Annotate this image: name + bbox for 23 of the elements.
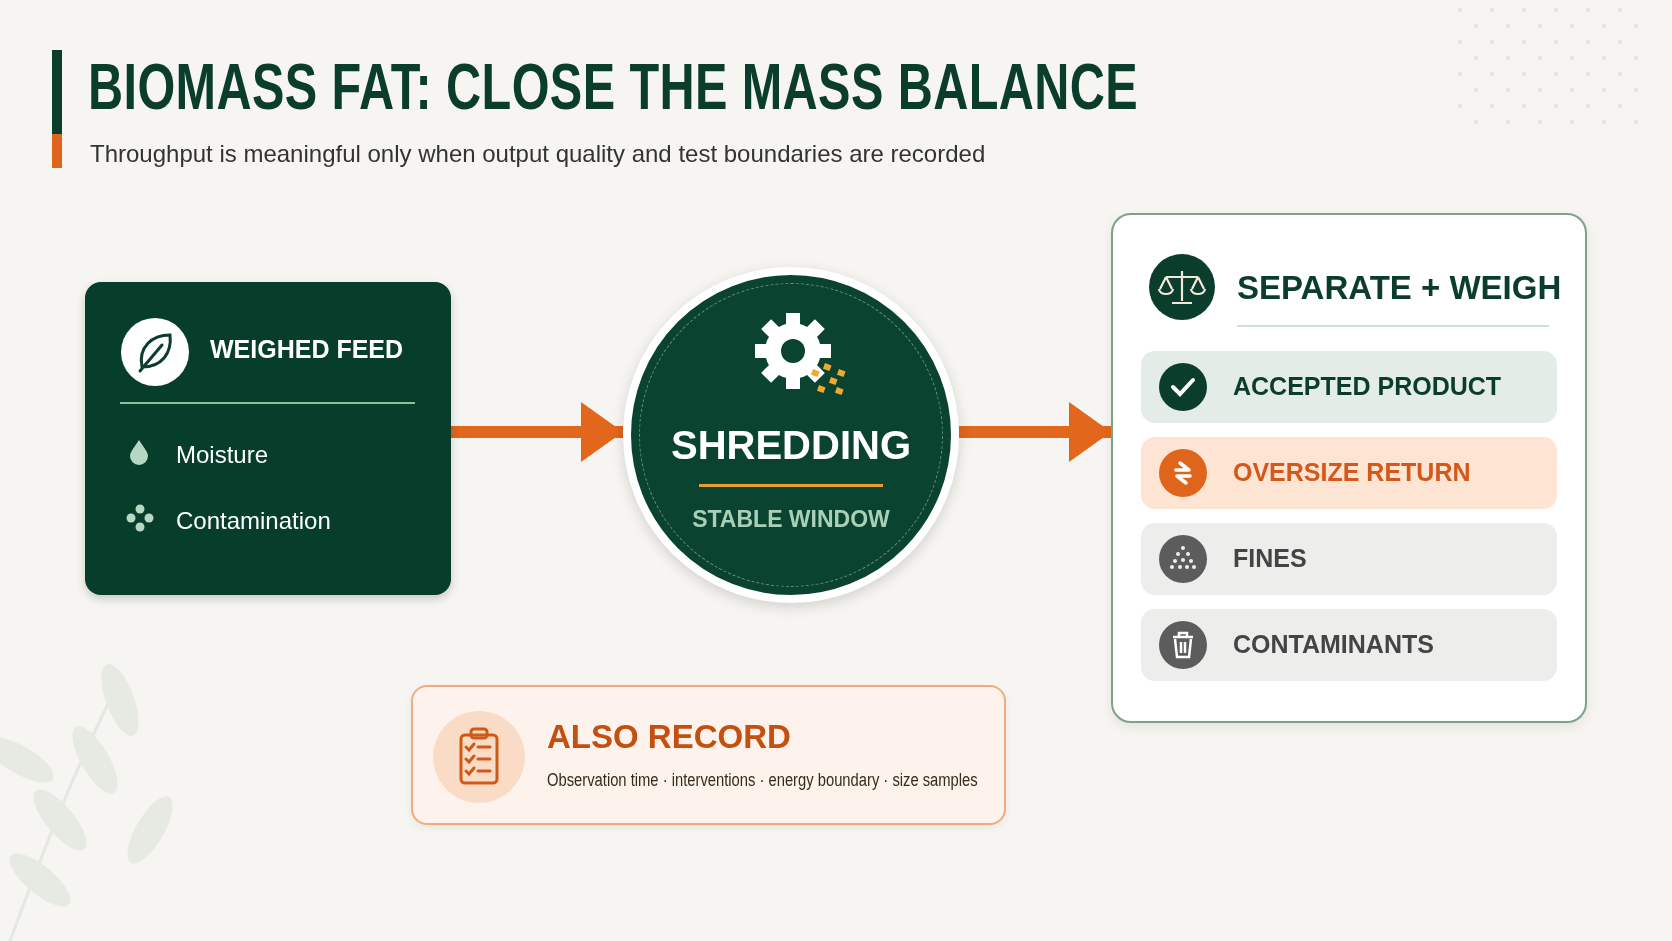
- output-row: [1141, 523, 1557, 595]
- arrow: [959, 402, 1111, 462]
- subtitle: Throughput is meaningful only when output quality and test boundaries are recorded: [90, 141, 986, 168]
- output-row: [1141, 437, 1557, 509]
- process-subtitle: STABLE WINDOW: [691, 507, 891, 533]
- title: BIOMASS FAT: CLOSE THE MASS BALANCE: [88, 52, 1139, 123]
- card-heading: WEIGHED FEED: [210, 336, 404, 364]
- card-heading: SEPARATE + WEIGH: [1237, 270, 1562, 307]
- feed-item: Moisture: [176, 442, 269, 469]
- output-row: [1141, 609, 1557, 681]
- note-card: [411, 685, 1006, 825]
- feed-card: [85, 282, 451, 595]
- output-label: OVERSIZE RETURN: [1233, 459, 1471, 487]
- feed-item: Contamination: [176, 508, 331, 535]
- output-label: ACCEPTED PRODUCT: [1233, 373, 1502, 401]
- output-row: [1141, 351, 1557, 423]
- output-label: FINES: [1233, 545, 1307, 573]
- output-card: [1111, 213, 1587, 723]
- process-title: SHREDDING: [670, 423, 912, 467]
- note-text: Observation time · interventions · energy boundary · size samples: [547, 771, 978, 791]
- output-label: CONTAMINANTS: [1233, 631, 1434, 659]
- note-heading: ALSO RECORD: [547, 719, 791, 756]
- arrow: [451, 402, 623, 462]
